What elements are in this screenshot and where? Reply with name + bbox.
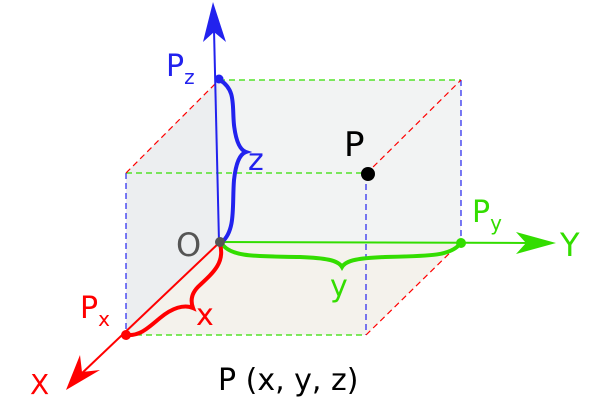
- y-brace: [220, 242, 462, 272]
- x-axis-arrowhead: [66, 355, 100, 390]
- left-face: [126, 80, 219, 335]
- box-edges: [125, 79, 462, 336]
- x-axis-label: X: [30, 368, 49, 400]
- origin-label: O: [176, 226, 201, 264]
- pz-point: [214, 74, 224, 84]
- y-axis-label: Y: [559, 226, 580, 264]
- p-point: [361, 167, 375, 181]
- pz-label: Pz: [166, 49, 195, 89]
- z-length-label: z: [248, 143, 264, 178]
- y-axis-arrowhead: [516, 232, 556, 254]
- z-axis-arrowhead: [203, 2, 226, 42]
- back-face: [219, 80, 461, 242]
- px-label-subscript: x: [98, 307, 110, 331]
- pz-label-letter: P: [166, 49, 184, 84]
- x-brace: [126, 243, 224, 338]
- pz-label-subscript: z: [184, 65, 195, 89]
- y-axis: [219, 232, 556, 254]
- origin-point: [215, 237, 225, 247]
- py-point: [456, 238, 466, 248]
- x-length-label: x: [196, 298, 214, 333]
- px-label-letter: P: [80, 291, 98, 326]
- z-brace: [218, 78, 253, 244]
- px-point: [121, 330, 131, 340]
- y-length-label: y: [330, 269, 348, 304]
- px-label: Px: [80, 291, 110, 331]
- p-label: P: [344, 125, 365, 165]
- x-axis: [66, 241, 221, 390]
- z-axis: [203, 2, 226, 243]
- py-label-letter: P: [472, 195, 490, 230]
- bottom-face: [126, 242, 461, 335]
- py-label-subscript: y: [490, 211, 502, 235]
- caption: P (x, y, z): [218, 363, 358, 398]
- py-label: Py: [472, 195, 502, 235]
